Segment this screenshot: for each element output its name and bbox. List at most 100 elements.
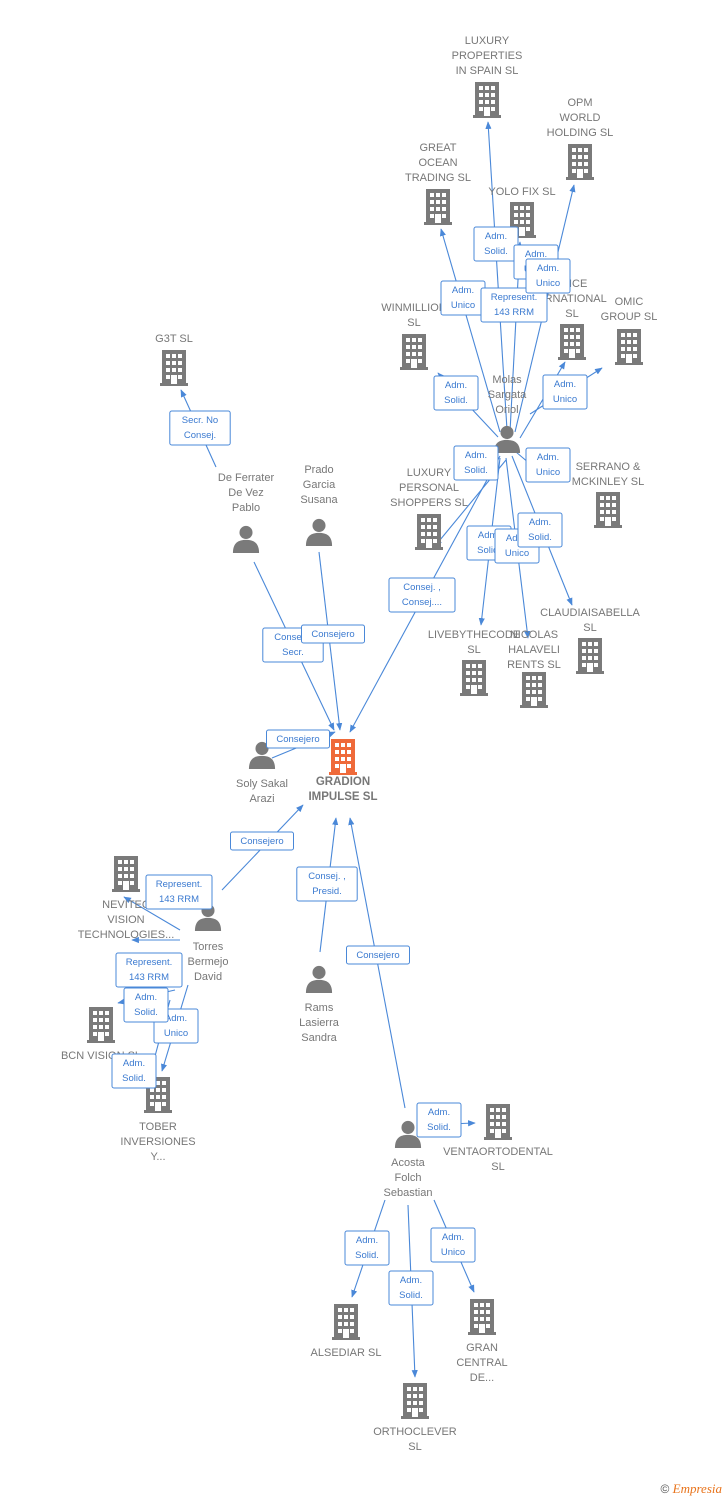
relation-label-molas-ence[interactable]: Adm.Unico xyxy=(525,258,571,294)
node-label-line: Molas xyxy=(492,374,522,386)
relation-text: Secr. No Consej. xyxy=(182,415,218,441)
relation-label-molas-luxuryprop[interactable]: Adm.Solid. xyxy=(473,226,519,262)
building-icon xyxy=(566,144,594,180)
relations-layer: Adm.Solid.Adm.UnicoAdm.UnicoRepresent.14… xyxy=(111,226,588,1306)
node-label-line: NICOLAS xyxy=(510,629,558,641)
node-label-line: NEVITEC xyxy=(102,899,150,911)
relation-text-line: Represent. xyxy=(491,292,537,303)
building-icon xyxy=(484,1104,512,1140)
relation-box xyxy=(145,874,213,910)
node-label-line: Pablo xyxy=(232,502,260,514)
relation-label-acosta-ventaorto[interactable]: Adm.Solid. xyxy=(416,1102,462,1138)
relation-label-molas-yolofix[interactable]: Represent.143 RRM xyxy=(480,287,548,323)
relation-label-torres-nevitec[interactable]: Represent.143 RRM xyxy=(145,874,213,910)
relation-text: Adm.Unico xyxy=(441,1232,465,1258)
building-icon xyxy=(594,492,622,528)
node-label-line: IMPULSE SL xyxy=(308,791,377,803)
relation-box xyxy=(111,1053,157,1089)
node-label-line: CENTRAL xyxy=(456,1357,507,1369)
relation-label-molas-luxurypers[interactable]: Adm.Solid. xyxy=(453,445,499,481)
relation-label-molas-gradion[interactable]: Consej. ,Consej.... xyxy=(388,577,456,613)
relation-text-line: Unico xyxy=(505,548,529,559)
relation-label-torres-gradion[interactable]: Consejero xyxy=(230,831,294,851)
relation-label-acosta-grancentral[interactable]: Adm.Unico xyxy=(430,1227,476,1263)
relation-text: Adm.Solid. xyxy=(484,231,508,257)
building-icon xyxy=(473,82,501,118)
edge-torres-nevitec xyxy=(123,896,181,931)
company-node-serrano[interactable]: SERRANO &MCKINLEY SL xyxy=(572,461,645,528)
relation-label-molas-claudia[interactable]: Adm.Solid. xyxy=(517,512,563,548)
relation-text: Consejero xyxy=(311,629,354,640)
node-label-line: Lasierra xyxy=(299,1017,340,1029)
relation-label-molas-serrano[interactable]: Adm.Unico xyxy=(525,447,571,483)
relation-label-acosta-alsediar[interactable]: Adm.Solid. xyxy=(344,1230,390,1266)
relation-label-molas-omic[interactable]: Adm.Unico xyxy=(542,374,588,410)
node-label-line: PERSONAL xyxy=(399,482,459,494)
relation-label-molas-winmillion[interactable]: Adm.Solid. xyxy=(433,375,479,411)
company-node-g3t[interactable]: G3T SL xyxy=(155,333,193,386)
node-label-line: RENTS SL xyxy=(507,659,561,671)
relation-text-line: Adm. xyxy=(554,379,576,390)
relation-label-deferrater-g3t[interactable]: Secr. No Consej. xyxy=(169,410,231,446)
node-label: YOLO FIX SL xyxy=(488,186,555,198)
relation-label-rams-gradion[interactable]: Consej. ,Presid. xyxy=(296,866,358,902)
relation-label-soly-gradion[interactable]: Consejero xyxy=(266,729,330,749)
relation-label-torres-bcnvision[interactable]: Represent.143 RRM xyxy=(115,952,183,988)
relation-label-torres-bcnvision[interactable]: Adm.Solid. xyxy=(123,987,169,1023)
relation-text-line: Consej. xyxy=(184,430,216,441)
relation-label-torres-tober[interactable]: Adm. Solid. xyxy=(111,1053,157,1089)
building-icon xyxy=(160,350,188,386)
relation-label-acosta-orthoclever[interactable]: Adm.Solid. xyxy=(388,1270,434,1306)
relation-text-line: Secr. No xyxy=(182,415,218,426)
relation-box xyxy=(480,287,548,323)
relation-text: Represent.143 RRM xyxy=(491,292,537,318)
company-node-alsediar[interactable]: ALSEDIAR SL xyxy=(311,1304,382,1359)
relation-text-line: Solid. xyxy=(122,1073,146,1084)
relation-text-line: Solid. xyxy=(477,545,501,556)
relation-text: Adm.Solid. xyxy=(444,380,468,406)
company-node-yolofix[interactable]: YOLO FIX SL xyxy=(488,186,556,238)
footer-credit: © Empresia xyxy=(660,1481,722,1497)
relation-box xyxy=(525,447,571,483)
building-icon xyxy=(87,1007,115,1043)
node-label-line: Susana xyxy=(300,494,338,506)
relation-text-line: Adm. xyxy=(135,992,157,1003)
relation-text-line: Consejero xyxy=(276,734,319,745)
node-label-line: VISION xyxy=(107,914,144,926)
node-label-line: Y... xyxy=(150,1151,165,1163)
relation-label-acosta-gradion[interactable]: Consejero xyxy=(346,945,410,965)
relation-label-molas-greatocean[interactable]: Adm.Unico xyxy=(440,280,486,316)
brand-logo[interactable]: Empresia xyxy=(672,1481,722,1496)
relation-text-line: Adm. xyxy=(123,1058,145,1069)
center-company-icon xyxy=(329,739,357,775)
node-label-line: ALSEDIAR SL xyxy=(311,1347,382,1359)
relation-label-prado-gradion[interactable]: Consejero xyxy=(301,624,365,644)
